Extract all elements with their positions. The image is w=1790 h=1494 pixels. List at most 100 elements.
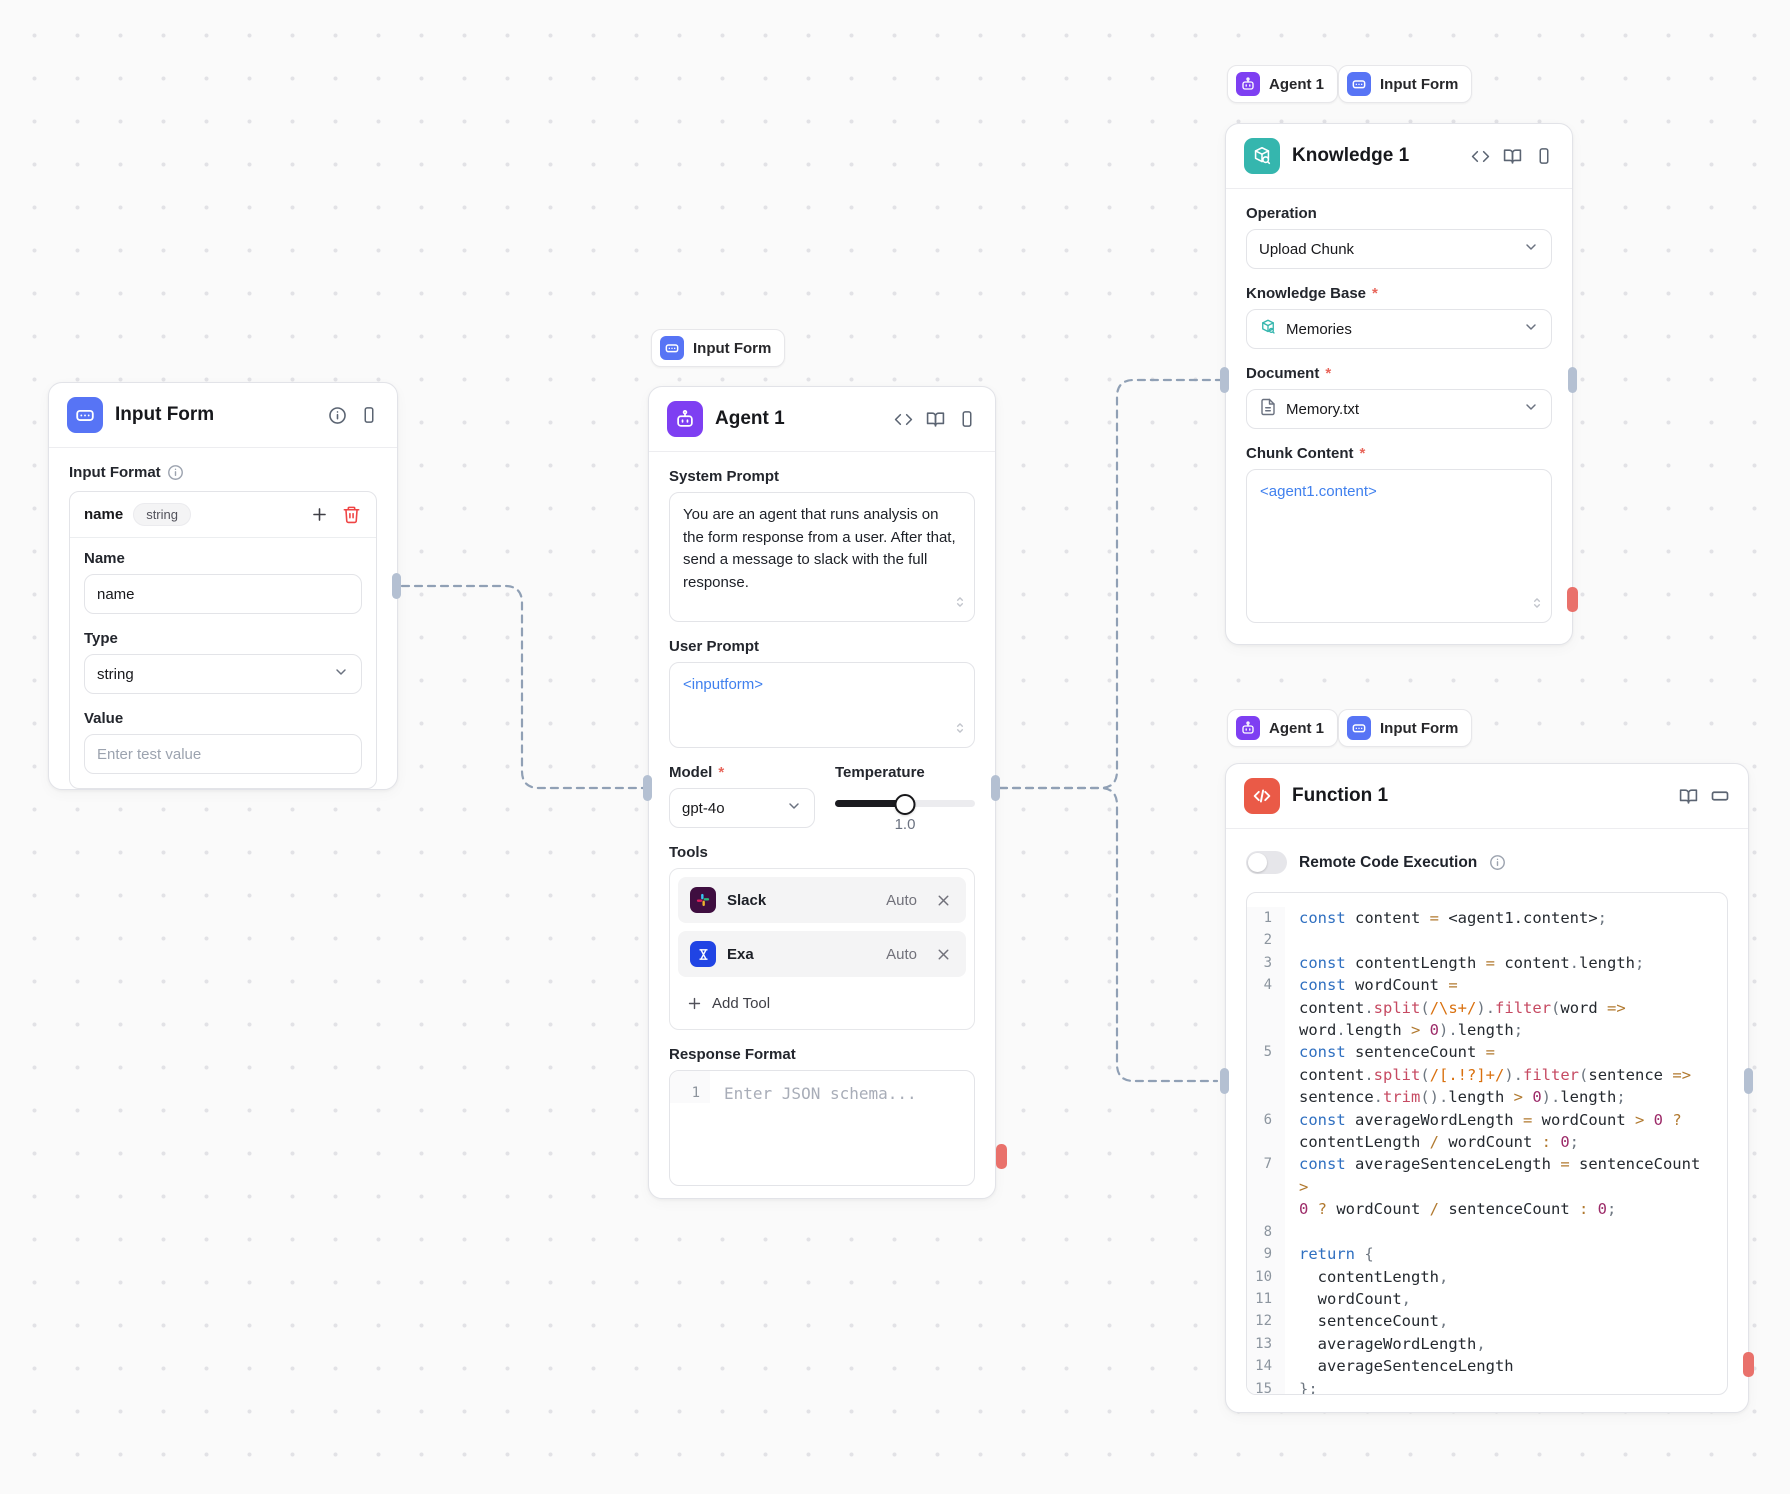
node-title: Input Form	[115, 404, 215, 425]
info-icon[interactable]	[1489, 854, 1506, 871]
remove-tool-button[interactable]	[932, 889, 954, 911]
document-select[interactable]: Memory.txt	[1246, 389, 1552, 429]
port-inputform-out[interactable]	[392, 573, 401, 599]
book-open-icon[interactable]	[925, 409, 945, 429]
tools-label: Tools	[669, 844, 708, 861]
connection-tag-agent[interactable]: Agent 1	[1227, 65, 1339, 103]
slack-icon	[690, 887, 716, 913]
agent-header[interactable]: Agent 1	[649, 387, 995, 452]
node-input-form[interactable]: Input Form Input Format name string	[48, 382, 398, 790]
line-number: 1	[670, 1071, 710, 1103]
temperature-slider[interactable]: 1.0	[835, 788, 975, 833]
delete-field-button[interactable]	[340, 504, 362, 526]
remote-code-toggle[interactable]	[1246, 851, 1287, 874]
user-prompt-label: User Prompt	[669, 638, 760, 655]
operation-label: Operation	[1246, 205, 1317, 222]
name-input[interactable]	[84, 574, 362, 614]
chevron-down-icon	[1523, 239, 1539, 259]
wire-inputform-to-agent	[400, 584, 648, 790]
info-icon	[167, 464, 184, 481]
agent-icon	[667, 401, 703, 437]
knowledge-header[interactable]: Knowledge 1	[1226, 124, 1572, 189]
input-form-icon	[1347, 716, 1371, 740]
model-select[interactable]: gpt-4o	[669, 788, 815, 828]
resize-grip-icon[interactable]	[1530, 595, 1544, 618]
port-function-out[interactable]	[1744, 1068, 1753, 1094]
port-knowledge-out[interactable]	[1568, 367, 1577, 393]
user-prompt-textarea[interactable]: <inputform>	[669, 662, 975, 748]
add-tool-button[interactable]: Add Tool	[678, 985, 966, 1021]
tool-mode[interactable]: Auto	[886, 945, 917, 963]
code-icon[interactable]	[893, 409, 913, 429]
input-form-icon	[660, 336, 684, 360]
node-title: Knowledge 1	[1292, 145, 1410, 166]
node-agent[interactable]: Agent 1 System Prompt You are an agent t…	[648, 386, 996, 1199]
port-knowledge-in[interactable]	[1220, 367, 1229, 393]
resize-grip-icon[interactable]	[953, 594, 967, 617]
resize-grip-icon[interactable]	[953, 720, 967, 743]
value-input[interactable]	[84, 734, 362, 774]
chunk-content-textarea[interactable]: <agent1.content>	[1246, 469, 1552, 623]
panel-icon[interactable]	[1710, 786, 1730, 806]
knowledge-base-select[interactable]: Memories	[1246, 309, 1552, 349]
port-function-in[interactable]	[1220, 1068, 1229, 1094]
node-knowledge[interactable]: Knowledge 1 Operation Upload Chunk Knowl…	[1225, 123, 1573, 645]
connection-tag-input-form[interactable]: Input Form	[651, 329, 786, 367]
chevron-down-icon	[1523, 399, 1539, 419]
system-prompt-label: System Prompt	[669, 468, 780, 485]
remote-code-label: Remote Code Execution	[1299, 853, 1478, 871]
connection-tag-input-form[interactable]: Input Form	[1338, 65, 1473, 103]
port-agent-in[interactable]	[643, 775, 652, 801]
response-format-placeholder: Enter JSON schema...	[724, 1084, 917, 1103]
code-icon[interactable]	[1470, 146, 1490, 166]
book-open-icon[interactable]	[1502, 146, 1522, 166]
error-indicator-agent[interactable]	[996, 1144, 1007, 1169]
exa-icon	[690, 941, 716, 967]
error-indicator-function[interactable]	[1743, 1352, 1754, 1377]
type-select[interactable]: string	[84, 654, 362, 694]
field-name: name	[84, 506, 124, 523]
agent-icon	[1236, 72, 1260, 96]
agent-icon	[1236, 716, 1260, 740]
phone-preview-icon[interactable]	[359, 405, 379, 425]
knowledge-icon	[1244, 138, 1280, 174]
temperature-knob[interactable]	[894, 793, 916, 815]
type-label: Type	[84, 630, 118, 647]
document-label: Document*	[1246, 365, 1332, 382]
connection-tag-agent[interactable]: Agent 1	[1227, 709, 1339, 747]
temperature-label: Temperature	[835, 764, 925, 781]
function-icon	[1244, 778, 1280, 814]
value-label: Value	[84, 710, 124, 727]
system-prompt-textarea[interactable]: You are an agent that runs analysis on t…	[669, 492, 975, 622]
name-label: Name	[84, 550, 125, 567]
input-format-field-card: name string Name Type string	[69, 491, 377, 789]
knowledge-base-icon	[1259, 318, 1277, 340]
info-icon[interactable]	[327, 405, 347, 425]
response-format-editor[interactable]: 1 Enter JSON schema...	[669, 1070, 975, 1186]
chunk-content-label: Chunk Content*	[1246, 445, 1366, 462]
wire-agent-to-knowledge	[998, 378, 1225, 790]
tool-mode[interactable]: Auto	[886, 891, 917, 909]
input-form-icon	[67, 397, 103, 433]
operation-select[interactable]: Upload Chunk	[1246, 229, 1552, 269]
tool-row-slack[interactable]: Slack Auto	[678, 877, 966, 923]
connection-tag-input-form[interactable]: Input Form	[1338, 709, 1473, 747]
wire-agent-to-function	[998, 786, 1219, 1083]
chevron-down-icon	[333, 664, 349, 684]
phone-preview-icon[interactable]	[957, 409, 977, 429]
input-form-header[interactable]: Input Form	[49, 383, 397, 448]
error-indicator-knowledge[interactable]	[1567, 587, 1578, 612]
model-label: Model*	[669, 764, 725, 781]
tool-row-exa[interactable]: Exa Auto	[678, 931, 966, 977]
remove-tool-button[interactable]	[932, 943, 954, 965]
function-header[interactable]: Function 1	[1226, 764, 1748, 829]
temperature-value: 1.0	[894, 816, 916, 833]
phone-preview-icon[interactable]	[1534, 146, 1554, 166]
add-field-button[interactable]	[308, 504, 330, 526]
book-open-icon[interactable]	[1678, 786, 1698, 806]
port-agent-out[interactable]	[991, 775, 1000, 801]
